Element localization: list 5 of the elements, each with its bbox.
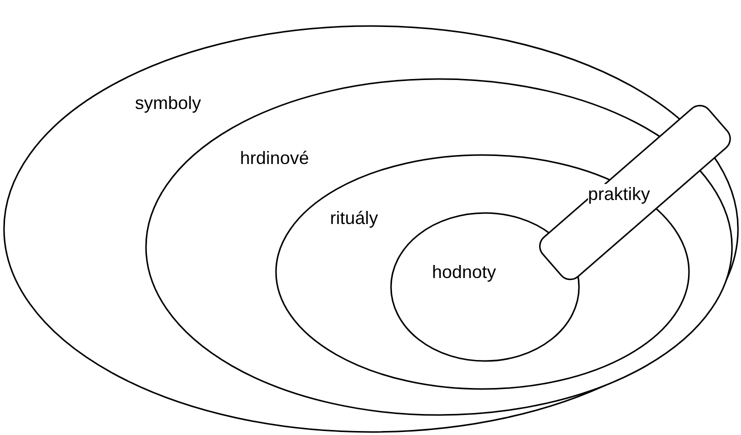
layer-label: symboly <box>135 93 202 114</box>
layer-label: rituály <box>330 208 378 229</box>
layer-label: hodnoty <box>432 262 496 283</box>
layer-label: hrdinové <box>240 148 310 169</box>
layer-label: praktiky <box>588 184 650 205</box>
